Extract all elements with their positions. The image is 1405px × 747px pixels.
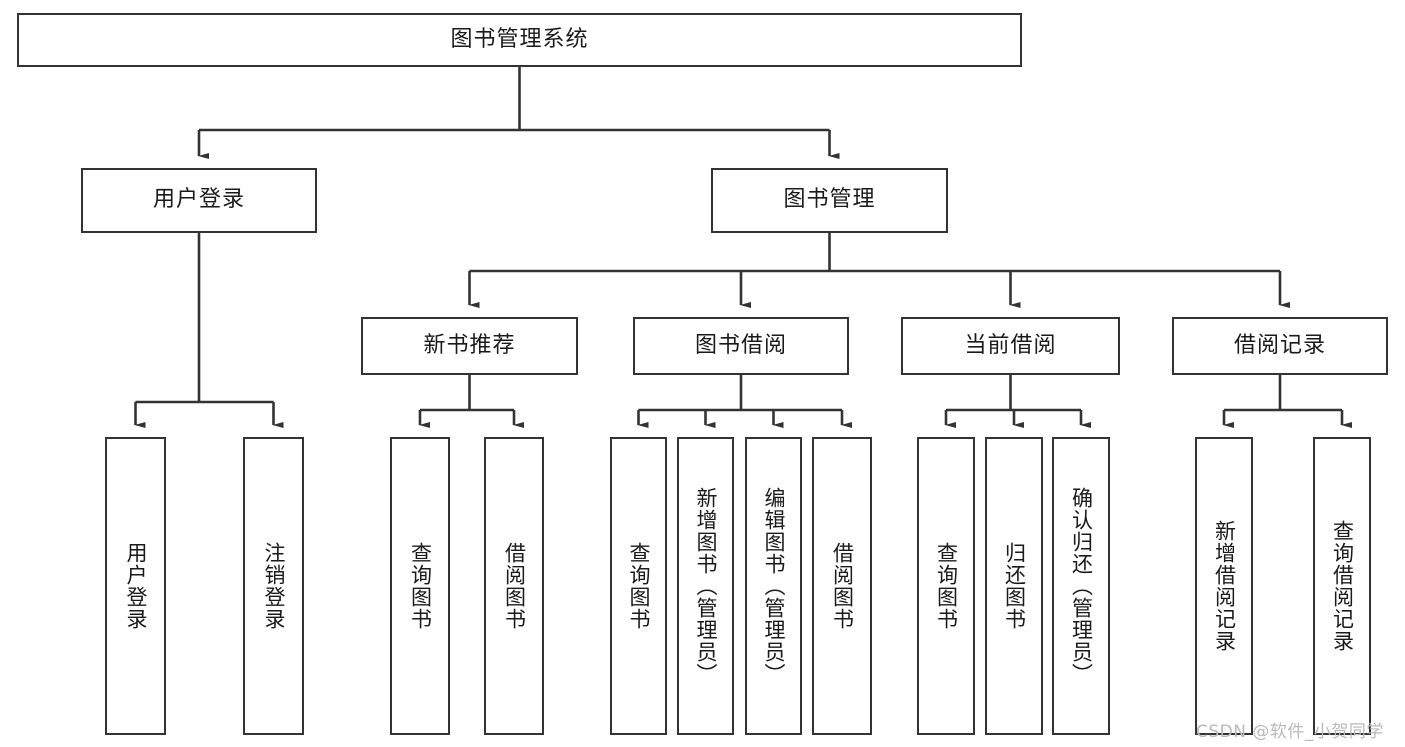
node-leaf-leaf-edit-book: 编辑图书（管理员） — [745, 437, 802, 735]
node-new-book-rec: 新书推荐 — [361, 317, 578, 375]
node-label: 新增图书（管理员） — [693, 487, 718, 685]
node-leaf-leaf-query-book-borrow: 查询图书 — [610, 437, 667, 735]
node-leaf-leaf-user-login: 用户登录 — [105, 437, 166, 735]
node-leaf-leaf-borrow-book: 借阅图书 — [812, 437, 872, 735]
node-book-manage: 图书管理 — [711, 168, 948, 233]
node-label: 图书借阅 — [694, 332, 787, 358]
node-label: 确认归还（管理员） — [1069, 487, 1094, 685]
node-label: 借阅图书 — [830, 542, 855, 630]
node-label: 借阅图书 — [502, 542, 527, 630]
node-leaf-leaf-borrow-book-rec: 借阅图书 — [484, 437, 544, 735]
node-label: 图书管理系统 — [450, 26, 589, 52]
node-label: 归还图书 — [1002, 542, 1027, 630]
node-label: 用户登录 — [152, 187, 245, 213]
node-leaf-leaf-query-book-rec: 查询图书 — [390, 437, 450, 735]
node-leaf-leaf-query-book-cur: 查询图书 — [917, 437, 975, 735]
node-leaf-leaf-add-book: 新增图书（管理员） — [677, 437, 734, 735]
node-label: 注销登录 — [261, 542, 286, 630]
node-leaf-leaf-return-book: 归还图书 — [985, 437, 1043, 735]
node-leaf-leaf-query-record: 查询借阅记录 — [1313, 437, 1371, 735]
node-user-login: 用户登录 — [81, 168, 317, 233]
node-label: 编辑图书（管理员） — [761, 487, 786, 685]
node-label: 查询图书 — [934, 542, 959, 630]
node-book-borrow: 图书借阅 — [633, 317, 849, 375]
node-borrow-record: 借阅记录 — [1172, 317, 1388, 375]
node-label: 新增借阅记录 — [1212, 520, 1237, 652]
node-current-borrow: 当前借阅 — [901, 317, 1120, 375]
node-label: 新书推荐 — [423, 332, 516, 358]
node-leaf-leaf-logout: 注销登录 — [243, 437, 304, 735]
node-label: 借阅记录 — [1233, 332, 1326, 358]
node-leaf-leaf-add-record: 新增借阅记录 — [1195, 437, 1253, 735]
node-label: 用户登录 — [123, 542, 148, 630]
node-label: 当前借阅 — [964, 332, 1057, 358]
node-label: 查询图书 — [408, 542, 433, 630]
node-label: 查询借阅记录 — [1330, 520, 1355, 652]
node-leaf-leaf-confirm-return: 确认归还（管理员） — [1052, 437, 1110, 735]
watermark-csdn: CSDN @软件_小贺同学 — [1196, 722, 1384, 742]
node-label: 查询图书 — [626, 542, 651, 630]
node-label: 图书管理 — [783, 187, 876, 213]
node-root-root: 图书管理系统 — [17, 13, 1022, 67]
